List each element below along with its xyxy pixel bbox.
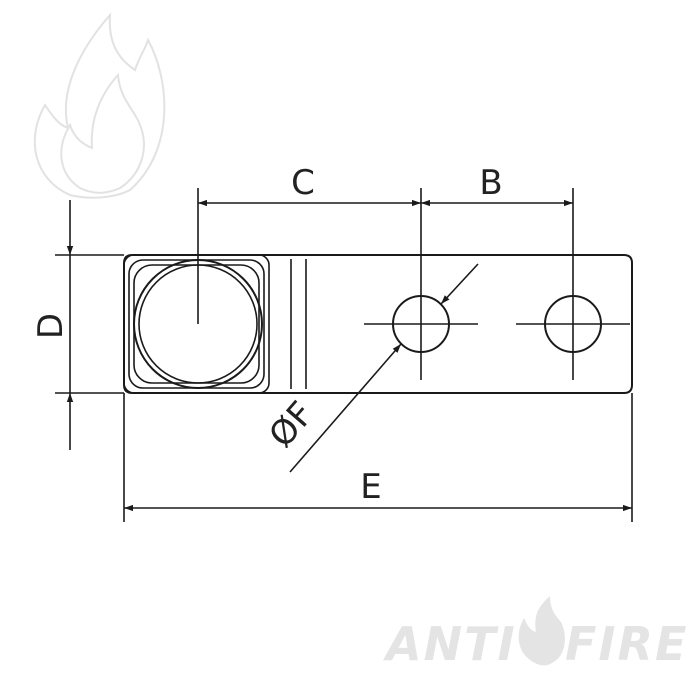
dimension-d-label: D xyxy=(31,313,71,339)
watermark-flame-icon xyxy=(518,596,565,666)
antifire-watermark: ANTI FIRE xyxy=(383,596,688,671)
dimension-c-label: C xyxy=(291,163,315,203)
watermark-anti: ANTI xyxy=(383,617,517,671)
f-leader-outer xyxy=(440,263,479,305)
watermark-fire: FIRE xyxy=(565,617,688,671)
barrel-square-outer xyxy=(123,254,270,394)
f-leader-line xyxy=(289,343,402,473)
flame-icon xyxy=(33,12,166,199)
dimension-e-label: E xyxy=(360,467,381,507)
dimension-b-label: B xyxy=(479,163,502,203)
